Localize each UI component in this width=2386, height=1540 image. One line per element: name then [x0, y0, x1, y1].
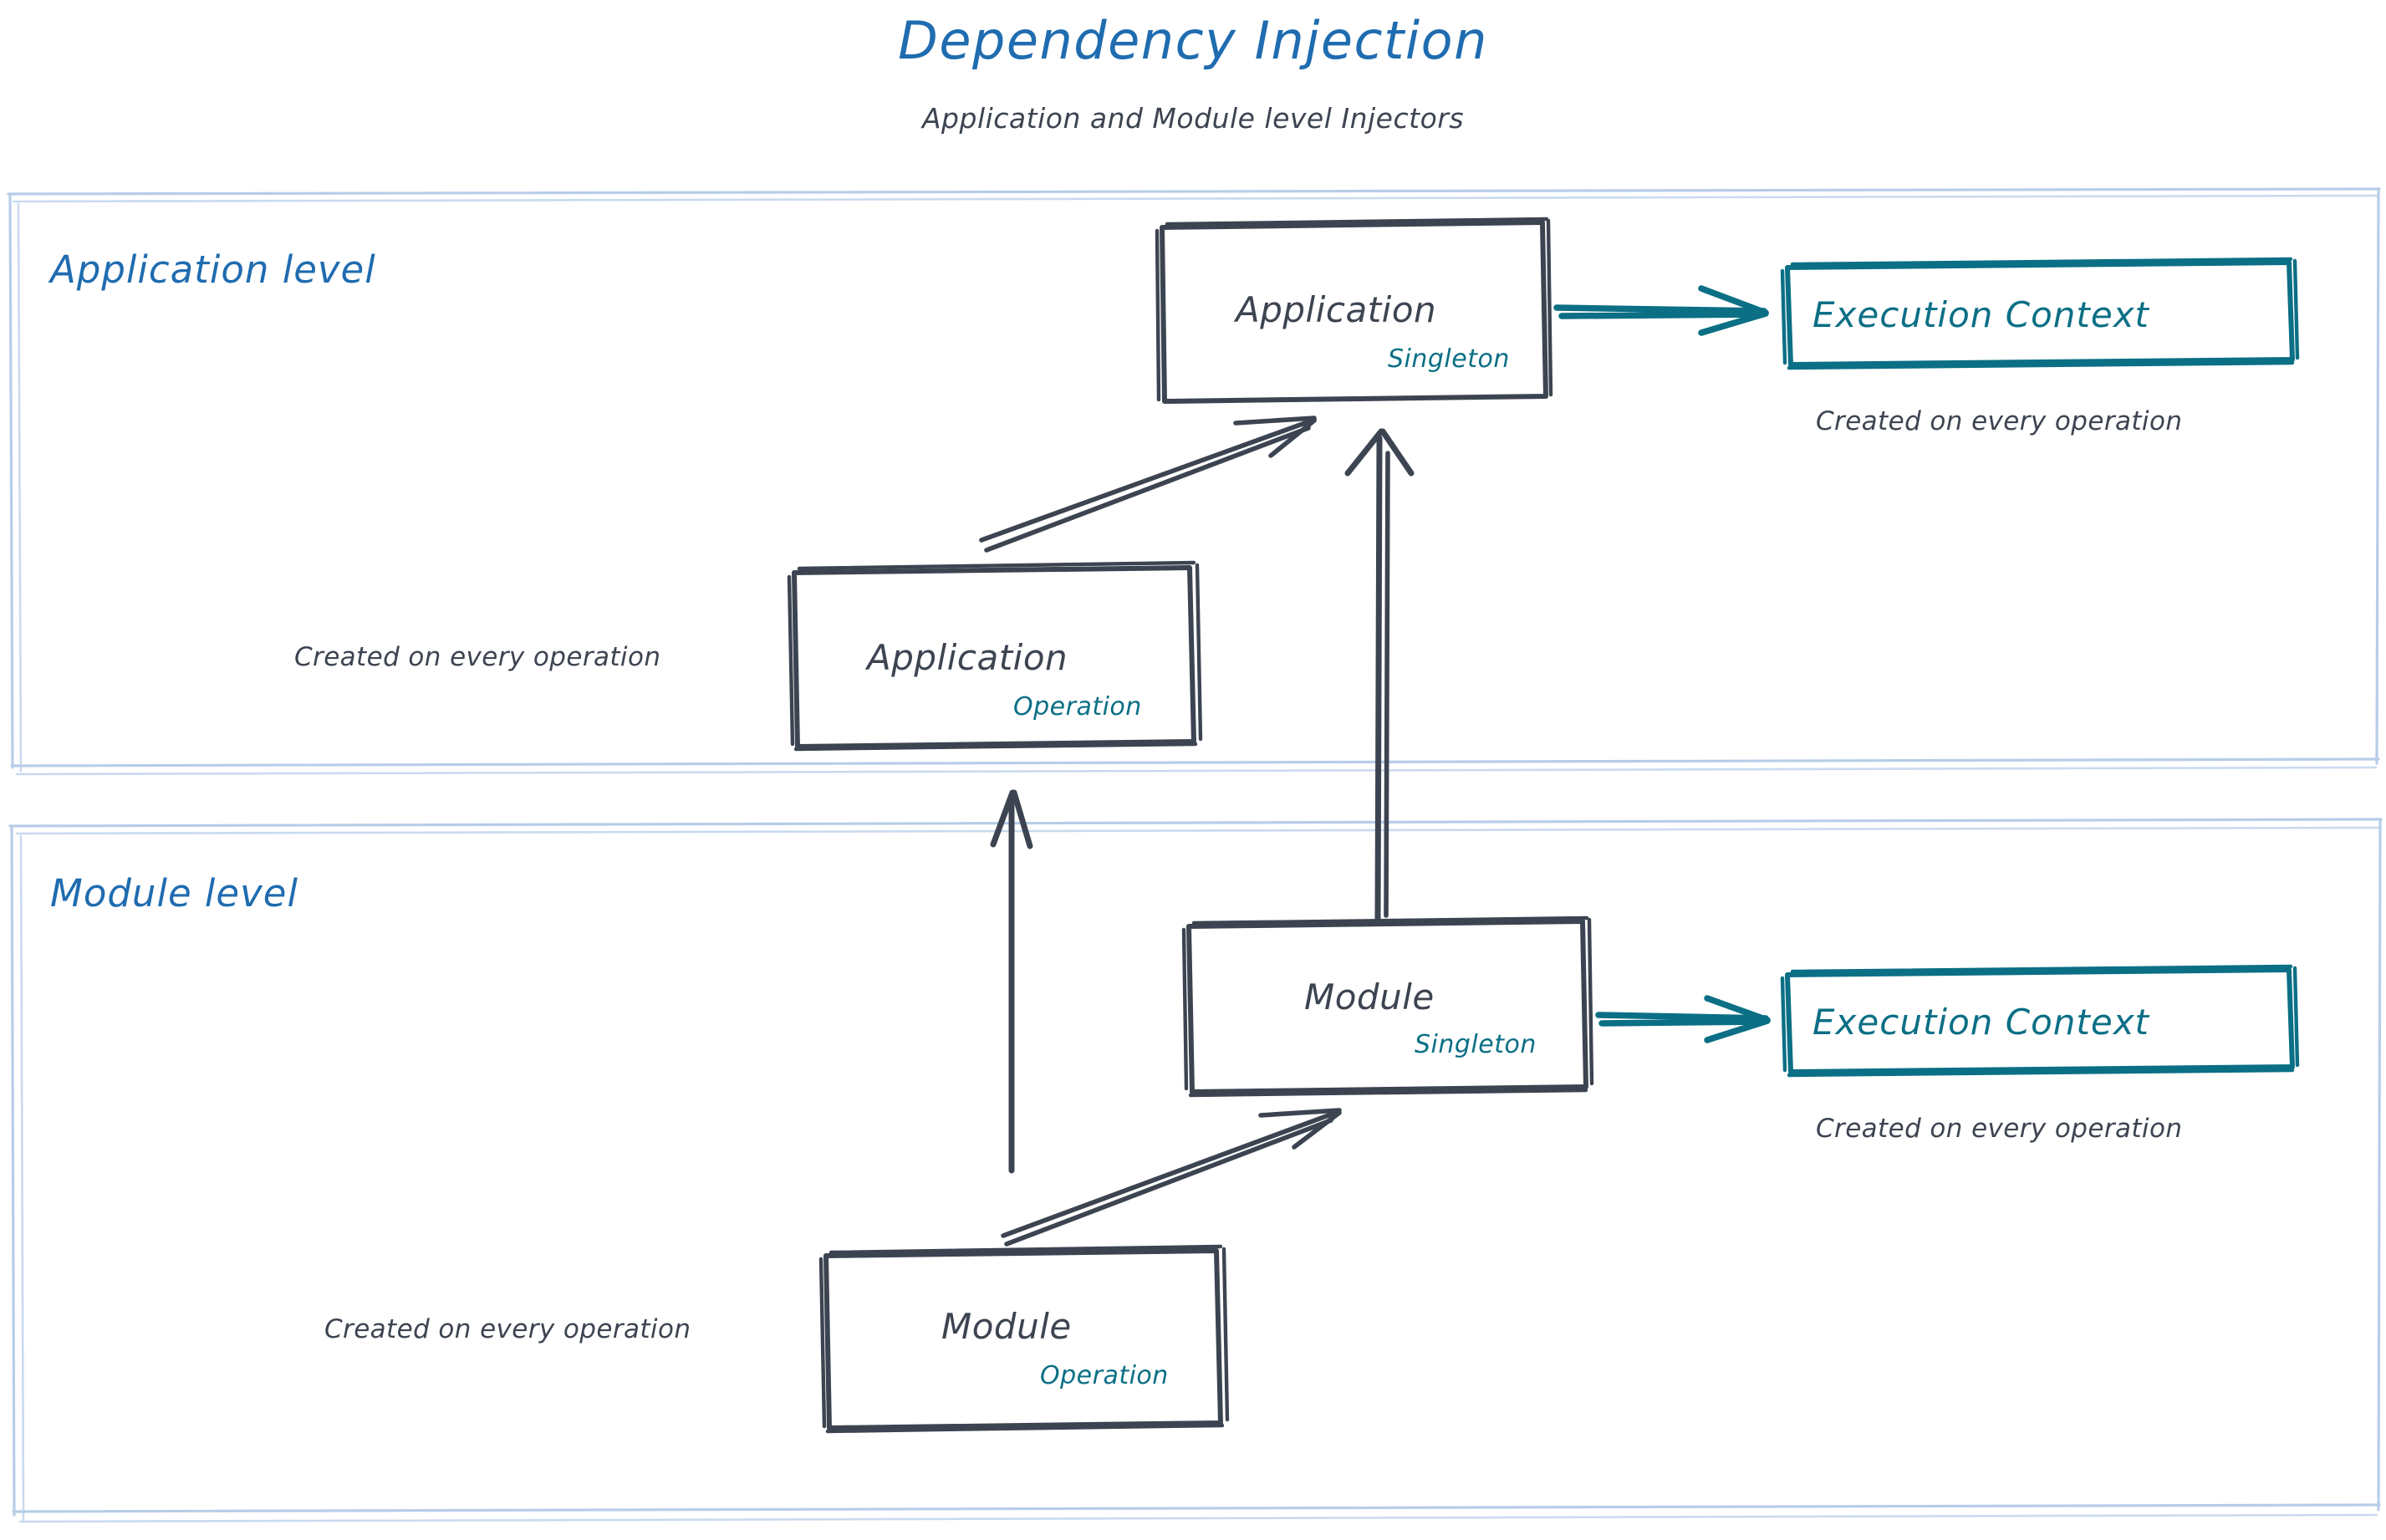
- node-module-singleton-scope: Singleton: [1415, 1030, 1537, 1059]
- node-module-operation-scope: Operation: [1040, 1361, 1169, 1390]
- edge-module-singleton-to-app-singleton: [1344, 428, 1415, 923]
- exec-context-module-note: Created on every operation: [1816, 1114, 2183, 1144]
- note-module-operation: Created on every operation: [324, 1314, 691, 1344]
- edge-app-singleton-to-exec-context-application: [1553, 285, 1769, 336]
- exec-context-application-label: Execution Context: [1812, 294, 2150, 335]
- container-label-application-level: Application level: [50, 247, 376, 292]
- edge-module-operation-to-module-singleton: [1001, 1108, 1342, 1247]
- page-title: Dependency Injection: [898, 10, 1488, 71]
- node-module-singleton-title: Module: [1304, 977, 1435, 1017]
- edge-module-level-to-app-operation: [990, 789, 1033, 1174]
- exec-context-application-note: Created on every operation: [1816, 406, 2183, 436]
- container-module-level-frame: [8, 818, 2383, 1523]
- node-application-singleton-scope: Singleton: [1388, 344, 1510, 374]
- edge-module-singleton-to-exec-context-module: [1595, 995, 1771, 1043]
- edge-app-operation-to-app-singleton: [979, 416, 1317, 553]
- page-subtitle: Application and Module level Injectors: [921, 102, 1465, 135]
- note-application-operation: Created on every operation: [294, 642, 661, 672]
- node-application-singleton-title: Application: [1236, 289, 1437, 330]
- container-label-module-level: Module level: [50, 871, 298, 915]
- node-application-operation-scope: Operation: [1013, 692, 1142, 722]
- node-module-operation-title: Module: [941, 1306, 1072, 1347]
- exec-context-module-label: Execution Context: [1812, 1002, 2150, 1043]
- node-application-operation-title: Application: [867, 637, 1068, 678]
